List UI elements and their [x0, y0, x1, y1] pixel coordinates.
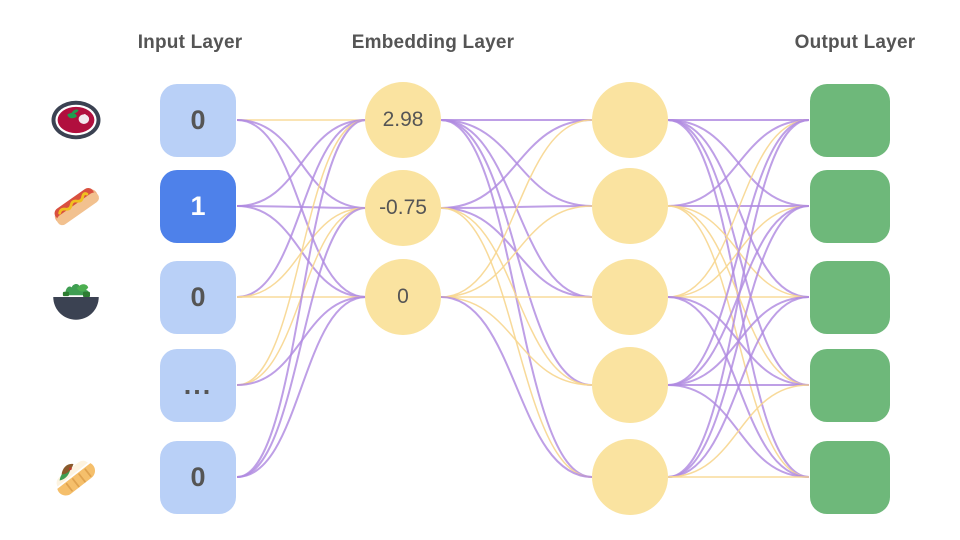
- edge-embedding-1-to-hidden-5: [440, 119, 593, 478]
- embedding-node-1-label: 2.98: [382, 108, 424, 131]
- edge-hidden-4-to-output-1: [667, 119, 810, 386]
- embedding-node-3[interactable]: 0: [365, 259, 441, 335]
- embedding-node-2-label: -0.75: [379, 196, 427, 219]
- hidden-node-3[interactable]: [592, 259, 668, 335]
- edge-hidden-5-to-output-2: [667, 205, 810, 478]
- embedding-node-3-label: 0: [397, 285, 409, 308]
- edge-hidden-3-to-output-1: [667, 119, 810, 298]
- output-node-2[interactable]: [810, 169, 890, 243]
- layer-title-output: Output Layer: [794, 32, 916, 53]
- hidden-node-4[interactable]: [592, 347, 668, 423]
- embedding-node-2[interactable]: -0.75: [365, 170, 441, 246]
- input-node-1-label: 0: [190, 104, 206, 135]
- layer-title-input: Input Layer: [137, 32, 243, 53]
- edge-input-4-to-embedding-1: [236, 119, 367, 386]
- hot-dog-icon: [48, 178, 104, 234]
- output-node-1[interactable]: [810, 83, 890, 157]
- taco-icon: [56, 460, 96, 496]
- edge-input-2-to-embedding-1: [236, 119, 367, 207]
- output-node-4[interactable]: [810, 348, 890, 422]
- hidden-node-1[interactable]: [592, 82, 668, 158]
- salad-bowl-icon: [53, 283, 99, 320]
- input-node-3-label: 0: [190, 281, 206, 312]
- edge-hidden-5-to-output-1: [667, 119, 810, 478]
- input-node-1[interactable]: 0: [160, 83, 236, 157]
- output-node-5[interactable]: [810, 440, 890, 514]
- input-node-4-label: ...: [183, 369, 213, 400]
- edge-embedding-3-to-hidden-2: [440, 205, 593, 298]
- edge-hidden-5-to-output-4: [667, 384, 810, 478]
- edge-input-5-to-embedding-2: [236, 207, 367, 478]
- edge-embedding-2-to-hidden-1: [440, 119, 593, 209]
- taco-icon: [48, 449, 104, 505]
- input-node-2[interactable]: 1: [160, 169, 236, 243]
- soup-bowl-icon: [51, 100, 101, 140]
- edge-embedding-3-to-hidden-4: [440, 296, 593, 386]
- soup-bowl-icon: [48, 92, 104, 148]
- salad-bowl-icon: [48, 269, 104, 325]
- hidden-node-2[interactable]: [592, 168, 668, 244]
- hidden-node-5[interactable]: [592, 439, 668, 515]
- input-node-5[interactable]: 0: [160, 440, 236, 514]
- edge-input-5-to-embedding-3: [236, 296, 367, 478]
- edge-hidden-5-to-output-3: [667, 296, 810, 478]
- layer-title-embedding: Embedding Layer: [351, 32, 515, 53]
- embedding-node-1[interactable]: 2.98: [365, 82, 441, 158]
- edge-embedding-2-to-hidden-5: [440, 207, 593, 478]
- output-node-3[interactable]: [810, 260, 890, 334]
- input-node-3[interactable]: 0: [160, 260, 236, 334]
- input-node-2-label: 1: [190, 190, 206, 221]
- edge-input-3-to-embedding-1: [236, 119, 367, 298]
- edge-embedding-3-to-hidden-5: [440, 296, 593, 478]
- input-node-5-label: 0: [190, 461, 206, 492]
- edge-input-5-to-embedding-1: [236, 119, 367, 478]
- edge-embedding-3-to-hidden-1: [440, 119, 593, 298]
- input-node-4[interactable]: ...: [160, 348, 236, 422]
- edge-hidden-2-to-output-1: [667, 119, 810, 207]
- hot-dog-icon: [54, 188, 100, 226]
